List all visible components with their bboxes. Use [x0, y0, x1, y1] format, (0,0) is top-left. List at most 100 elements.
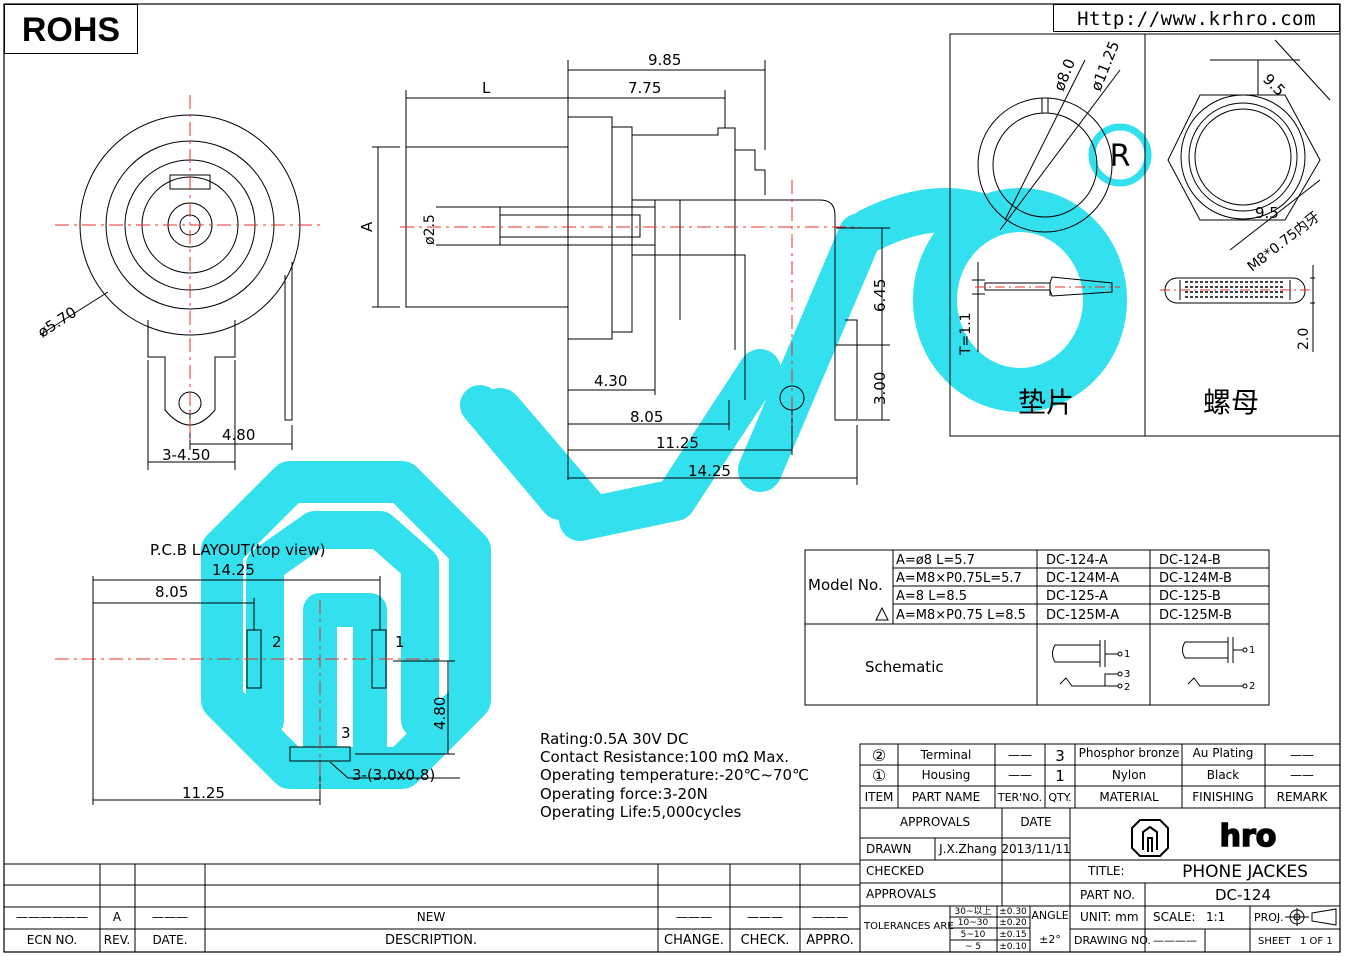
- rev-ecn: ——————: [16, 910, 88, 924]
- parts-box: [949, 33, 1341, 437]
- parts-centerlines: [975, 286, 1312, 291]
- model-no-label: Model No.: [808, 576, 883, 594]
- rev-header-date: DATE.: [152, 933, 187, 947]
- model-b: DC-125-B: [1159, 589, 1221, 604]
- dim-4-80: 4.80: [222, 426, 255, 444]
- bom-item: ②: [872, 746, 886, 765]
- hro-watermark-logo: [201, 123, 1152, 789]
- rev-description: NEW: [417, 910, 446, 924]
- bom-header-material: MATERIAL: [1099, 790, 1159, 804]
- drawn-by: J.X.Zhang: [938, 842, 997, 856]
- sch-a-pin: 1: [1124, 649, 1130, 660]
- model-a: DC-124-A: [1046, 553, 1108, 568]
- dim-6-45: 6.45: [871, 279, 889, 312]
- dim-8-05: 8.05: [630, 408, 663, 426]
- rev-letter: A: [113, 910, 122, 924]
- tol-value: ±0.30: [999, 907, 1027, 917]
- drawing-no-label: DRAWING NO.: [1074, 934, 1151, 947]
- drawn-label: DRAWN: [866, 842, 912, 856]
- pcb-dim-11-25: 11.25: [182, 784, 225, 802]
- drawing-title: PHONE JACKES: [1182, 862, 1308, 882]
- bom-name: Housing: [922, 768, 971, 782]
- model-b: DC-124M-B: [1159, 571, 1232, 586]
- pcb-centerlines: [55, 600, 440, 790]
- scale-value: 1:1: [1206, 910, 1225, 924]
- model-b: DC-125M-B: [1159, 608, 1232, 623]
- sch-b-pin: 1: [1249, 645, 1255, 656]
- dim-11-25: 11.25: [656, 434, 699, 452]
- sheet-label: SHEET: [1258, 936, 1292, 947]
- dim-4-30: 4.30: [594, 372, 627, 390]
- washer-thickness: T=1.1: [958, 312, 974, 356]
- nut-dim-9-5-b: 9.5: [1255, 204, 1279, 222]
- title-label: TITLE:: [1087, 864, 1125, 878]
- tol-value: ±0.20: [999, 918, 1027, 928]
- date-label: DATE: [1020, 815, 1051, 829]
- bom-header-finish: FINISHING: [1192, 790, 1253, 804]
- model-spec: A=8 L=8.5: [896, 589, 967, 604]
- checked-label: CHECKED: [866, 864, 924, 878]
- side-centerlines: [400, 180, 860, 425]
- nut-thread-pattern: [1185, 281, 1285, 298]
- sch-a-pin: 2: [1124, 682, 1130, 693]
- tol-range: 10~30: [958, 918, 989, 928]
- bom-finish: Au Plating: [1193, 746, 1254, 760]
- schematic-label: Schematic: [865, 658, 944, 676]
- sheet-value: 1 OF 1: [1300, 936, 1333, 947]
- bom-ter: ——: [1008, 748, 1032, 762]
- front-centerlines: [55, 95, 325, 440]
- angle-value: ±2°: [1039, 933, 1061, 946]
- rev-header-change: CHANGE.: [664, 933, 724, 948]
- rev-header-description: DESCRIPTION.: [385, 933, 477, 948]
- tol-value: ±0.15: [999, 930, 1027, 940]
- washer-dia-8: ø8.0: [1050, 56, 1079, 93]
- unit-label: UNIT: mm: [1080, 910, 1139, 924]
- model-spec: A=ø8 L=5.7: [896, 553, 975, 568]
- rev-check: ———: [747, 910, 783, 924]
- drawing-no-value: ————: [1153, 934, 1197, 947]
- model-a: DC-124M-A: [1046, 571, 1119, 586]
- hro-logo: hro: [1220, 819, 1277, 854]
- pcb-dim-14-25: 14.25: [212, 561, 255, 579]
- part-no: DC-124: [1215, 886, 1271, 904]
- part-no-label: PART NO.: [1080, 888, 1135, 902]
- washer-label: 垫片: [1018, 386, 1074, 419]
- revision-block: [4, 863, 860, 952]
- spec-line: Operating temperature:-20℃~70℃: [540, 766, 809, 784]
- title-block: [859, 807, 1341, 953]
- tolerances-label: TOLERANCES ARE: [863, 921, 954, 932]
- pad-1-label: 1: [395, 633, 405, 651]
- spec-line: Operating Life:5,000cycles: [540, 803, 742, 821]
- nut-dim-2-0: 2.0: [1296, 328, 1312, 350]
- front-view: [39, 114, 301, 470]
- rev-appro: ———: [812, 910, 848, 924]
- rev-header-rev: REV.: [104, 933, 130, 947]
- bom-name: Terminal: [920, 748, 972, 762]
- nut-label: 螺母: [1203, 386, 1259, 419]
- sch-b-pin: 2: [1249, 681, 1255, 692]
- pcb-dim-4-80: 4.80: [431, 697, 449, 730]
- specs: Rating:0.5A 30V DC Contact Resistance:10…: [540, 730, 809, 821]
- dim-L: L: [482, 79, 491, 97]
- proj-label: PROJ.: [1254, 911, 1284, 924]
- washer-dia-11-25: ø11.25: [1087, 38, 1123, 93]
- dim-3-00: 3.00: [871, 372, 889, 405]
- sch-a-pin: 3: [1124, 669, 1130, 680]
- pad-size: 3-(3.0x0.8): [352, 766, 435, 784]
- spec-line: Contact Resistance:100 mΩ Max.: [540, 748, 789, 766]
- bom-remark: ——: [1290, 768, 1314, 782]
- rev-header-appro: APPRO.: [806, 933, 853, 948]
- dim-3-4-50: 3-4.50: [162, 446, 210, 464]
- pcb-dim-8-05: 8.05: [155, 583, 188, 601]
- drawn-date: 2013/11/11: [1001, 842, 1070, 856]
- scale-label: SCALE:: [1153, 910, 1196, 924]
- model-table: [804, 549, 1270, 706]
- pad-3-label: 3: [341, 724, 351, 742]
- bom-material: Nylon: [1112, 768, 1146, 782]
- bom-ter: ——: [1008, 768, 1032, 782]
- bom-header-item: ITEM: [865, 790, 894, 804]
- rev-date: ———: [152, 910, 188, 924]
- bom-finish: Black: [1207, 768, 1240, 782]
- model-spec: A=M8×P0.75 L=8.5: [896, 608, 1026, 623]
